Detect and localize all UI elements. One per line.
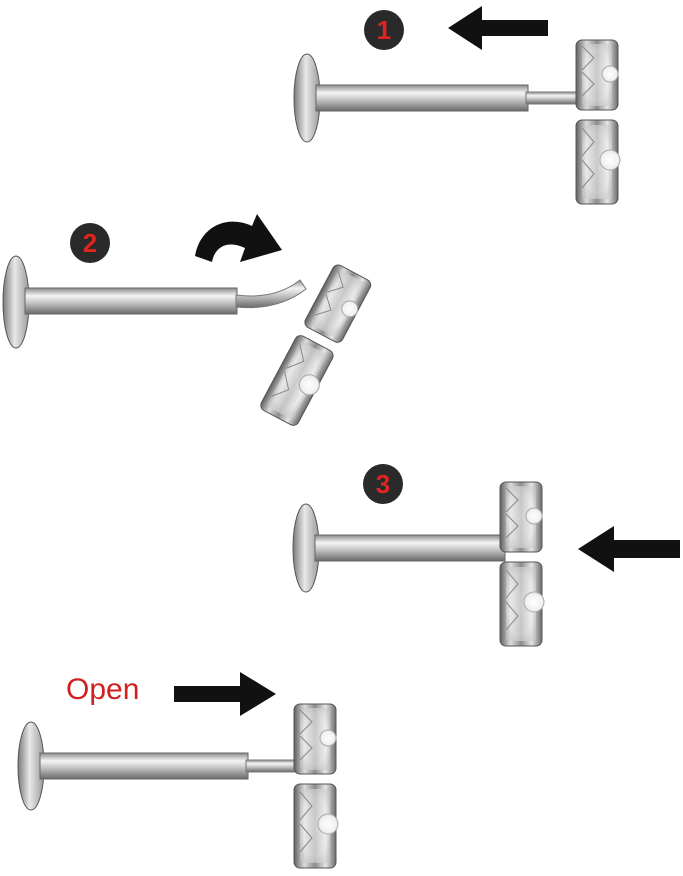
arrow-right-icon [174,672,276,716]
labret-post [39,752,249,780]
flower-top [258,262,376,429]
bent-pin-stem [235,279,307,309]
step-2-badge: 2 [70,223,110,263]
step-3-badge: 3 [363,464,403,504]
flower-top [499,481,545,647]
arrow-left-icon [578,526,680,572]
labret-post [24,287,238,315]
pin-stem [245,759,297,773]
open-illustration [17,703,339,869]
open-label: Open [66,673,140,706]
curved-arrow-icon [195,214,282,262]
step-2-illustration [2,255,376,429]
step-3-illustration [292,481,545,647]
labret-post [314,534,506,562]
flower-top [575,39,621,205]
pin-stem [525,91,579,105]
step-1-illustration [293,39,621,205]
labret-post [315,84,529,112]
arrow-left-icon [448,6,548,50]
flower-top [293,703,339,869]
step-1-badge: 1 [364,10,404,50]
